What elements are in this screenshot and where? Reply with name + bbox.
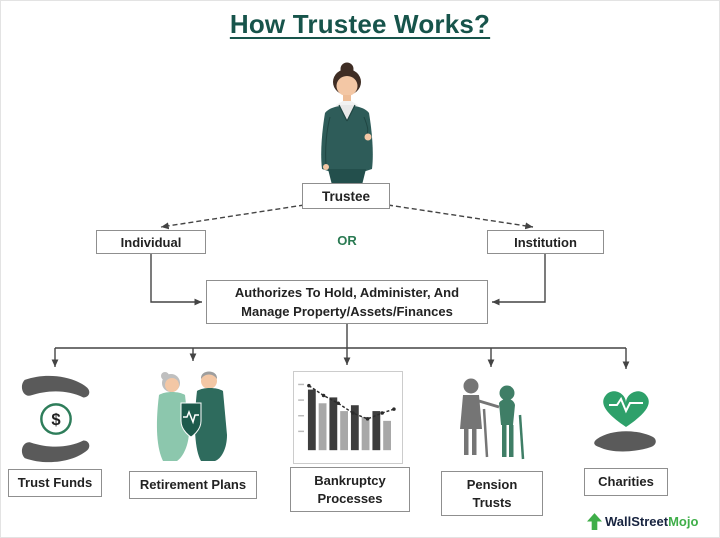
- leaf-label-pension-trusts: Pension Trusts: [441, 471, 543, 517]
- declining-bar-chart-icon: [293, 371, 403, 464]
- or-label: OR: [337, 233, 357, 248]
- node-authorizes: Authorizes To Hold, Administer, And Mana…: [206, 280, 488, 324]
- elderly-couple-canes-icon: [447, 373, 535, 468]
- node-institution: Institution: [487, 230, 604, 254]
- hand-heart-pulse-icon: [589, 375, 663, 466]
- leaf-label-bankruptcy-processes: Bankruptcy Processes: [290, 467, 410, 513]
- authorizes-line-2: Manage Property/Assets/Finances: [241, 304, 453, 319]
- retired-couple-icon: [143, 365, 243, 468]
- leaf-label-trust-funds: Trust Funds: [8, 469, 102, 497]
- trustee-illustration: [292, 61, 402, 192]
- authorizes-line-1: Authorizes To Hold, Administer, And: [234, 284, 460, 300]
- node-individual: Individual: [96, 230, 206, 254]
- wallstreetmojo-arrow-icon: [587, 513, 602, 530]
- page-title: How Trustee Works?: [229, 9, 491, 39]
- leaf-label-retirement-plans: Retirement Plans: [129, 471, 257, 499]
- giving-hands-dollar-icon: $: [13, 373, 99, 470]
- node-trustee: Trustee: [302, 183, 390, 209]
- businesswoman-icon: [321, 62, 373, 185]
- svg-text:$: $: [51, 410, 60, 429]
- wallstreetmojo-logo: WallStreetMojo: [587, 513, 698, 530]
- brand-name: WallStreetMojo: [605, 514, 699, 529]
- leaf-label-charities: Charities: [584, 468, 668, 496]
